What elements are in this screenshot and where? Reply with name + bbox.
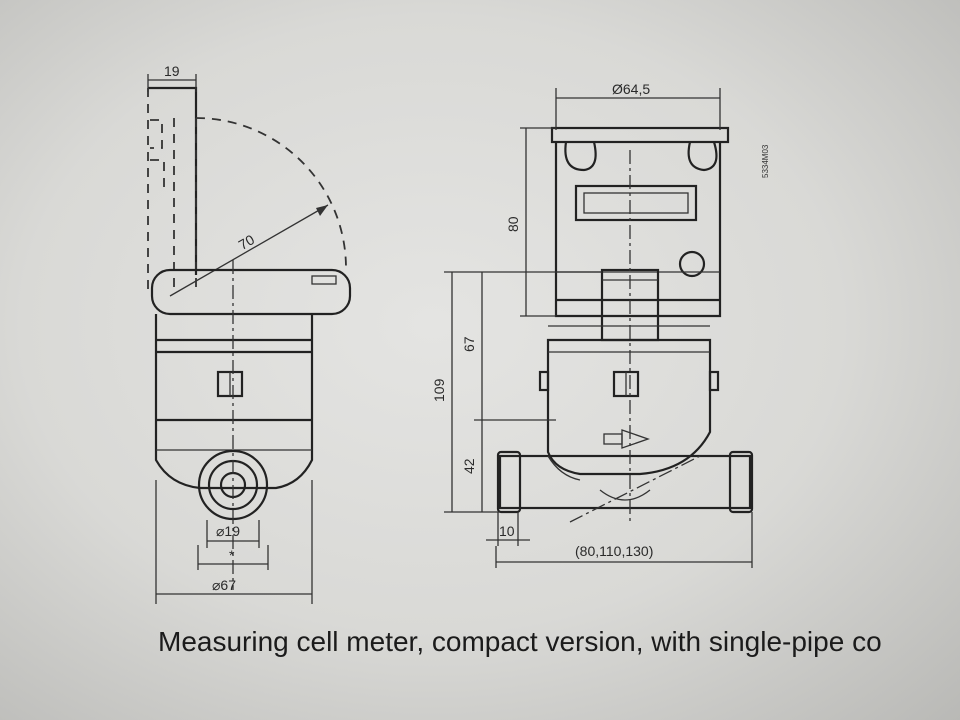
dim-star: * (229, 547, 235, 563)
dim-pipe-height: 42 (461, 458, 477, 474)
figure-caption: Measuring cell meter, compact version, w… (158, 626, 882, 657)
dim-bracket-width: 19 (164, 63, 180, 79)
head-housing (554, 142, 722, 318)
dim-head-diameter: Ø64,5 (612, 81, 650, 97)
mount-ear-left (564, 141, 597, 172)
cover-latch (311, 275, 337, 285)
lower-body (546, 338, 712, 476)
dim-head-height: 80 (505, 216, 521, 232)
display-window (574, 184, 698, 222)
clip-left (538, 370, 550, 392)
body-outline (154, 314, 314, 490)
dim-pipe-diameter: ⌀19 (216, 523, 240, 539)
dim-length-options: (80,110,130) (575, 543, 653, 559)
pipe-body (498, 454, 752, 510)
cover-bar (150, 268, 352, 316)
radius-line (169, 204, 329, 297)
side-view (147, 74, 352, 604)
dim-swing-radius: 70 (236, 231, 258, 253)
pipe-end-right (728, 450, 754, 514)
pipe-end-left (496, 450, 522, 514)
mount-ear-right (687, 141, 718, 172)
bracket-hidden-detail (150, 119, 165, 188)
bracket-hidden-lines (147, 88, 197, 290)
top-cap (550, 126, 730, 144)
vent-circle (678, 250, 706, 278)
swing-arc (195, 117, 347, 269)
clip-right (708, 370, 720, 392)
bracket-outline (148, 86, 198, 275)
dim-total-height: 109 (431, 378, 447, 402)
radius-arrow (316, 205, 328, 216)
drawing-code: 5334M03 (761, 144, 770, 178)
dim-body-diameter: ⌀67 (212, 577, 236, 593)
display-inner (583, 192, 689, 214)
dim-flange-width: 10 (499, 523, 515, 539)
front-view (444, 88, 754, 568)
dim-mid-height: 67 (461, 336, 477, 352)
